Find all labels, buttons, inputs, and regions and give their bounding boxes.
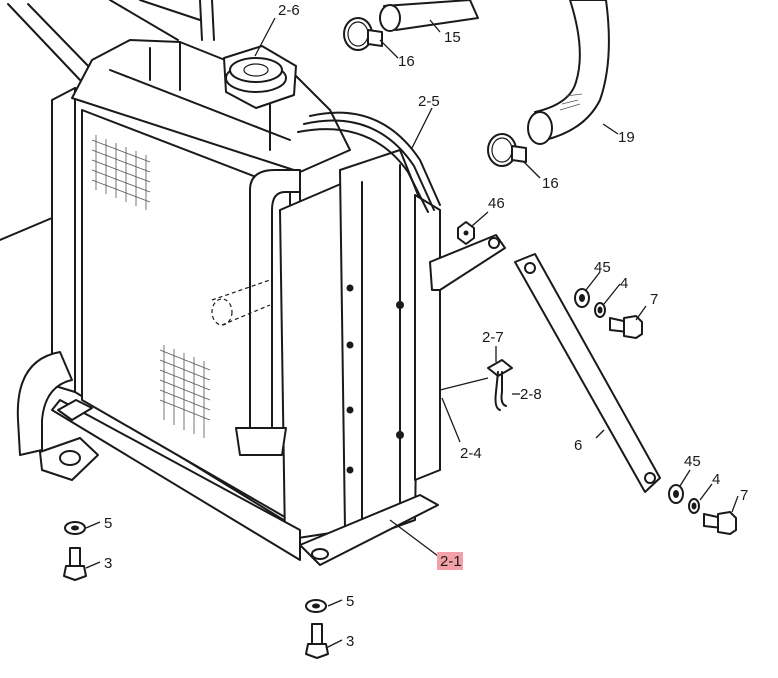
- hardware-lower-right: [668, 484, 737, 535]
- hose-clamp-16-upper: [343, 17, 383, 51]
- hardware-bottom-center: [305, 548, 329, 659]
- label-6: 6: [574, 437, 582, 454]
- label-7-lower: 7: [740, 487, 748, 504]
- frame-bars: [0, 0, 215, 241]
- label-2-6: 2-6: [278, 2, 300, 19]
- hose-15: [379, 0, 479, 32]
- leader-lines: [85, 17, 739, 649]
- label-4-upper: 4: [620, 275, 628, 292]
- label-3-center: 3: [346, 633, 354, 650]
- label-16-lower: 16: [542, 175, 559, 192]
- label-2-8: 2-8: [520, 386, 542, 403]
- label-7-upper: 7: [650, 291, 658, 308]
- radiator-body: [51, 39, 441, 566]
- label-2-1: 2-1: [440, 553, 462, 570]
- drain-parts: [487, 359, 513, 411]
- label-15: 15: [444, 29, 461, 46]
- label-4-lower: 4: [712, 471, 720, 488]
- callout-labels: 2-6 16 15 2-5 19 16 46 45 4 7 2-7 2-8 6 …: [104, 2, 748, 650]
- label-5-left: 5: [104, 515, 112, 532]
- label-45-lower: 45: [684, 453, 701, 470]
- stay-bar-6: [514, 253, 661, 493]
- label-16-upper: 16: [398, 53, 415, 70]
- outlet-pipe: [211, 169, 301, 456]
- label-46: 46: [488, 195, 505, 212]
- label-3-left: 3: [104, 555, 112, 572]
- label-5-center: 5: [346, 593, 354, 610]
- label-2-5: 2-5: [418, 93, 440, 110]
- hardware-bottom-left: [63, 521, 87, 581]
- mount-bracket: [429, 221, 506, 291]
- label-45-upper: 45: [594, 259, 611, 276]
- label-2-7: 2-7: [482, 329, 504, 346]
- overflow-hose: [297, 111, 441, 213]
- highlight-box: [437, 552, 463, 570]
- label-19: 19: [618, 129, 635, 146]
- hose-19: [527, 0, 610, 145]
- radiator-cap: [223, 45, 297, 109]
- hardware-upper-right: [574, 288, 643, 339]
- hose-clamp-16-lower: [487, 133, 527, 167]
- lower-hose: [16, 351, 99, 481]
- label-2-4: 2-4: [460, 445, 482, 462]
